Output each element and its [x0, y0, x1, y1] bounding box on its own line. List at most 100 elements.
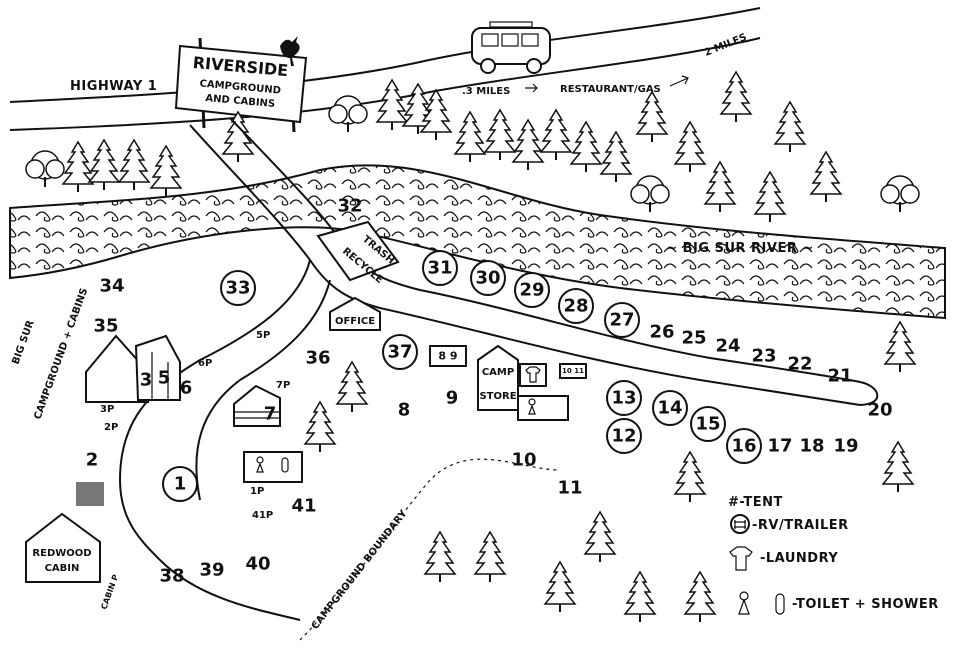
tent-site-7[interactable]: 7	[264, 404, 277, 425]
site-number-41: 41	[291, 496, 316, 517]
rv-site-icon	[382, 334, 418, 370]
rv-site-33[interactable]: 33	[220, 270, 256, 306]
rv-site-27[interactable]: 27	[604, 302, 640, 338]
tent-site-6[interactable]: 6	[180, 378, 193, 399]
redwood-cabin-label-1: REDWOOD	[32, 548, 91, 559]
rv-site-icon	[162, 466, 198, 502]
tent-site-9[interactable]: 9	[446, 388, 459, 409]
site-number-10: 10	[511, 450, 536, 471]
restaurant-label: RESTAURANT/GAS	[560, 84, 661, 95]
rv-site-icon	[652, 390, 688, 426]
toilet-icon	[528, 398, 536, 415]
rv-site-icon	[558, 288, 594, 324]
site-combo-10-11-label: 10 11	[562, 367, 584, 375]
site-number-7: 7	[264, 404, 277, 425]
parking-label-5p: 5P	[256, 330, 270, 341]
tent-site-19[interactable]: 19	[833, 436, 858, 457]
rv-site-icon	[606, 418, 642, 454]
river-label: ~ BIG SUR RIVER ~	[666, 241, 814, 256]
site-number-11: 11	[557, 478, 582, 499]
rv-site-1[interactable]: 1	[162, 466, 198, 502]
arrow-right-icon	[669, 75, 689, 87]
tent-site-24[interactable]: 24	[715, 336, 740, 357]
highway-1: HIGHWAY 1	[9, 7, 761, 131]
legend: #-TENT -RV/TRAILER -LAUNDRY -TOILET + SH…	[728, 495, 938, 615]
rv-site-12[interactable]: 12	[606, 418, 642, 454]
tent-site-10[interactable]: 10	[511, 450, 536, 471]
boundary-line	[299, 458, 561, 641]
tent-site-25[interactable]: 25	[681, 328, 706, 349]
van-icon	[471, 21, 551, 74]
site-number-1: 1	[174, 474, 187, 495]
site-number-25: 25	[681, 328, 706, 349]
tent-site-5[interactable]: 5	[158, 368, 171, 389]
rv-site-icon	[726, 428, 762, 464]
site-number-21: 21	[827, 366, 852, 387]
rv-site-14[interactable]: 14	[652, 390, 688, 426]
tent-site-21[interactable]: 21	[827, 366, 852, 387]
legend-tent: #-TENT	[728, 495, 783, 510]
site-number-8: 8	[398, 400, 411, 421]
tent-site-36[interactable]: 36	[305, 348, 330, 369]
rv-site-16[interactable]: 16	[726, 428, 762, 464]
tent-site-41[interactable]: 41	[291, 496, 316, 517]
boundary-label: CAMPGROUND BOUNDARY	[310, 508, 410, 632]
office-building[interactable]: OFFICE	[329, 296, 381, 331]
tent-site-39[interactable]: 39	[199, 560, 224, 581]
arrow-left-icon	[525, 83, 538, 93]
site-number-12: 12	[611, 426, 636, 447]
site-number-19: 19	[833, 436, 858, 457]
tent-site-18[interactable]: 18	[799, 436, 824, 457]
site-combo-8-9[interactable]	[429, 345, 467, 367]
tent-site-8[interactable]: 8	[398, 400, 411, 421]
rv-site-15[interactable]: 15	[690, 406, 726, 442]
tent-site-11[interactable]: 11	[557, 478, 582, 499]
rv-site-icon	[606, 380, 642, 416]
site-number-38: 38	[159, 566, 184, 587]
riverside-sign: RIVERSIDE CAMPGROUND AND CABINS	[174, 37, 308, 133]
site-number-39: 39	[199, 560, 224, 581]
tent-site-40[interactable]: 40	[245, 554, 270, 575]
tent-site-20[interactable]: 20	[867, 400, 892, 421]
tent-site-38[interactable]: 38	[159, 566, 184, 587]
tent-site-3[interactable]: 3	[140, 370, 153, 391]
office-label: OFFICE	[335, 316, 375, 327]
toilet-icon	[256, 456, 289, 473]
tent-site-2[interactable]: 2	[86, 450, 99, 471]
rv-site-13[interactable]: 13	[606, 380, 642, 416]
tent-site-26[interactable]: 26	[649, 322, 674, 343]
tent-site-32[interactable]: 32	[337, 196, 362, 217]
redwood-cabin[interactable]: REDWOOD CABIN	[25, 512, 101, 583]
legend-laundry: -LAUNDRY	[760, 551, 838, 566]
camp-store-label-2: STORE	[479, 391, 516, 402]
site-number-29: 29	[519, 280, 544, 301]
tent-site-22[interactable]: 22	[787, 354, 812, 375]
site-number-16: 16	[731, 436, 756, 457]
rv-site-29[interactable]: 29	[514, 272, 550, 308]
redwood-cabin-label-2: CABIN	[45, 563, 80, 574]
toilet-icon	[738, 591, 785, 615]
rv-site-icon	[690, 406, 726, 442]
rv-site-30[interactable]: 30	[470, 260, 506, 296]
rv-site-icon	[220, 270, 256, 306]
site-number-15: 15	[695, 414, 720, 435]
rv-site-icon	[730, 514, 750, 534]
rv-site-31[interactable]: 31	[422, 250, 458, 286]
rv-site-37[interactable]: 37	[382, 334, 418, 370]
tent-site-23[interactable]: 23	[751, 346, 776, 367]
rv-site-28[interactable]: 28	[558, 288, 594, 324]
tent-site-34[interactable]: 34	[99, 276, 124, 297]
tent-site-35[interactable]: 35	[93, 316, 118, 337]
laundry-icon	[729, 546, 753, 571]
camp-store[interactable]: CAMP STORE	[477, 344, 519, 411]
site-number-35: 35	[93, 316, 118, 337]
parking-label-6p: 6P	[198, 358, 212, 369]
tent-site-17[interactable]: 17	[767, 436, 792, 457]
cabin-7[interactable]	[233, 384, 281, 427]
parking-label-7p: 7P	[276, 380, 290, 391]
site-combo-10-11[interactable]	[559, 363, 587, 379]
neighbor-label-1: BIG SUR	[10, 319, 36, 366]
